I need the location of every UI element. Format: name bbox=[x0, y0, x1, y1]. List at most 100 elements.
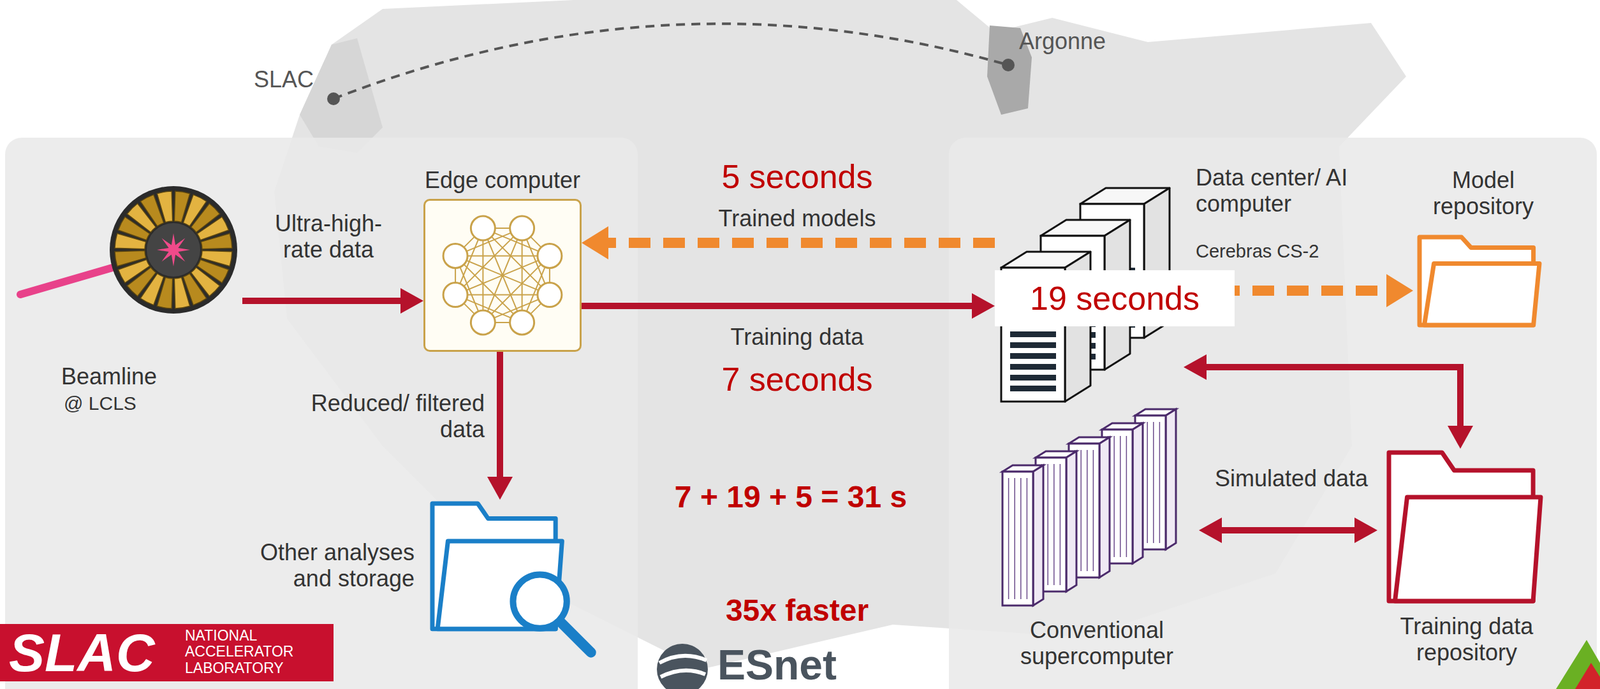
edge-label: Training data bbox=[675, 323, 919, 351]
detector-icon-part bbox=[156, 191, 173, 223]
detector-icon-part bbox=[146, 223, 201, 277]
rack-icon-part bbox=[1033, 465, 1044, 606]
speedup-label: 35x faster bbox=[675, 593, 919, 629]
timing-label: 7 seconds bbox=[675, 360, 919, 400]
neural-net-icon-part bbox=[455, 255, 550, 257]
folder-icon-part bbox=[558, 620, 592, 654]
folder-icon bbox=[1415, 233, 1563, 349]
neural-net-icon-part bbox=[443, 243, 468, 268]
argonne-logo-part bbox=[1555, 640, 1600, 689]
neural-net-icon-part bbox=[470, 216, 495, 241]
detector-icon-part bbox=[200, 233, 233, 249]
folder-icon bbox=[1385, 448, 1564, 625]
rack-icon-part bbox=[1126, 436, 1128, 558]
rack-icon-part bbox=[1099, 437, 1110, 578]
rack-icon-part bbox=[1086, 450, 1088, 572]
folder-icon-part bbox=[1395, 497, 1541, 602]
data-flow-arrow bbox=[1198, 517, 1378, 544]
data-flow-arrow bbox=[487, 352, 513, 500]
rack-icon-part bbox=[1020, 478, 1022, 600]
node-title: Training data repository bbox=[1377, 613, 1556, 667]
folder-icon-part bbox=[512, 574, 567, 629]
esnet-globe-part bbox=[656, 644, 708, 689]
panels-part bbox=[948, 137, 1597, 689]
training-repository-node: Training data repository bbox=[1377, 448, 1556, 666]
network-arc-part bbox=[333, 23, 1009, 99]
model-repository-node: Model repository bbox=[1413, 167, 1554, 340]
data-flow-arrow-part bbox=[1447, 425, 1474, 449]
server-icon-part bbox=[1010, 374, 1057, 381]
node-subtitle: @ LCLS bbox=[63, 392, 192, 416]
server-icon-part bbox=[1010, 364, 1057, 370]
rack-icon-part bbox=[1080, 450, 1082, 572]
storage-node: Other analyses and storage bbox=[210, 499, 587, 660]
rack-icon-part bbox=[1159, 422, 1161, 544]
neural-net-icon-part bbox=[455, 294, 550, 296]
dashed-model-arrow-part bbox=[604, 237, 995, 249]
beamline-node: Beamline@ LCLS bbox=[51, 183, 243, 414]
neural-net-icon-part bbox=[510, 310, 535, 335]
neural-net-icon-part bbox=[482, 228, 484, 323]
rack-icon-part bbox=[1093, 450, 1095, 572]
rack-icon-part bbox=[1066, 451, 1077, 592]
slac-logo-subtitle: NATIONAL ACCELERATOR LABORATORY bbox=[184, 628, 329, 677]
node-subtitle: Cerebras CS-2 bbox=[1195, 241, 1368, 263]
server-icon-part bbox=[1010, 353, 1057, 360]
edge-computer-node: Edge computer bbox=[423, 167, 582, 353]
rack-icon-part bbox=[1053, 464, 1055, 586]
server-icon-part bbox=[1010, 385, 1057, 392]
panels-part bbox=[5, 137, 638, 689]
sum-label: 7 + 19 + 5 = 31 s bbox=[624, 479, 957, 515]
network-arc-part bbox=[1001, 58, 1015, 72]
timing-label: 19 seconds bbox=[994, 270, 1235, 327]
data-flow-arrow-part bbox=[1203, 367, 1461, 430]
esnet-globe-part bbox=[659, 656, 707, 664]
neural-net-icon-part bbox=[455, 255, 550, 295]
supercomputer-node: Conventional supercomputer bbox=[994, 408, 1199, 670]
dashed-model-arrow-part bbox=[1386, 274, 1414, 308]
neural-net-icon-part bbox=[537, 243, 562, 268]
esnet-globe bbox=[656, 644, 708, 689]
rack-icon-part bbox=[1152, 422, 1155, 544]
slac-logo-text: SLAC bbox=[8, 626, 155, 680]
detector-icon-part bbox=[109, 186, 238, 314]
esnet-globe-part bbox=[660, 670, 706, 678]
node-title: Model repository bbox=[1413, 167, 1554, 221]
data-flow-arrow-part bbox=[581, 302, 976, 310]
argonne-logo-part bbox=[1575, 663, 1600, 689]
data-flow-arrow bbox=[581, 293, 995, 319]
data-flow-arrow-part bbox=[400, 288, 424, 314]
edge-label: Simulated data bbox=[1211, 465, 1372, 492]
edge-label: Ultra-high-rate data bbox=[255, 210, 402, 264]
slac-logo-part bbox=[0, 624, 334, 682]
rack-icon bbox=[994, 408, 1199, 619]
rack-icon-part bbox=[1119, 436, 1122, 558]
detector-icon-part bbox=[174, 277, 190, 309]
rack-icon-part bbox=[1132, 423, 1143, 564]
rack-icon-part bbox=[1059, 464, 1062, 586]
map-label: Argonne bbox=[1019, 28, 1106, 55]
server-icon-part bbox=[1010, 331, 1057, 338]
data-flow-arrow-part bbox=[242, 297, 404, 305]
rack-icon-part bbox=[1013, 478, 1016, 600]
data-flow-arrow-part bbox=[1198, 517, 1222, 544]
node-title: Other analyses and storage bbox=[235, 539, 415, 593]
rack-icon-part bbox=[1008, 478, 1010, 600]
folder-icon-part bbox=[1424, 263, 1540, 326]
network-arc-part bbox=[327, 92, 340, 106]
edge-label: Reduced/ filtered data bbox=[299, 390, 485, 444]
node-title: Beamline bbox=[61, 363, 228, 390]
network-arc bbox=[327, 23, 1015, 106]
detector-icon-part bbox=[114, 250, 147, 266]
detector-icon bbox=[51, 183, 243, 324]
slac-logo bbox=[0, 624, 334, 682]
node-title: Edge computer bbox=[397, 167, 608, 194]
map-label: SLAC bbox=[253, 66, 314, 93]
folder-icon bbox=[428, 499, 606, 673]
detector-icon-part bbox=[156, 233, 191, 267]
dashed-model-arrow-part bbox=[581, 226, 609, 260]
rack-icon-part bbox=[1047, 464, 1049, 586]
data-flow-arrow-part bbox=[496, 352, 504, 481]
neural-net-icon-part bbox=[470, 310, 495, 335]
node-title: Data center/ AI computer bbox=[1195, 164, 1356, 218]
